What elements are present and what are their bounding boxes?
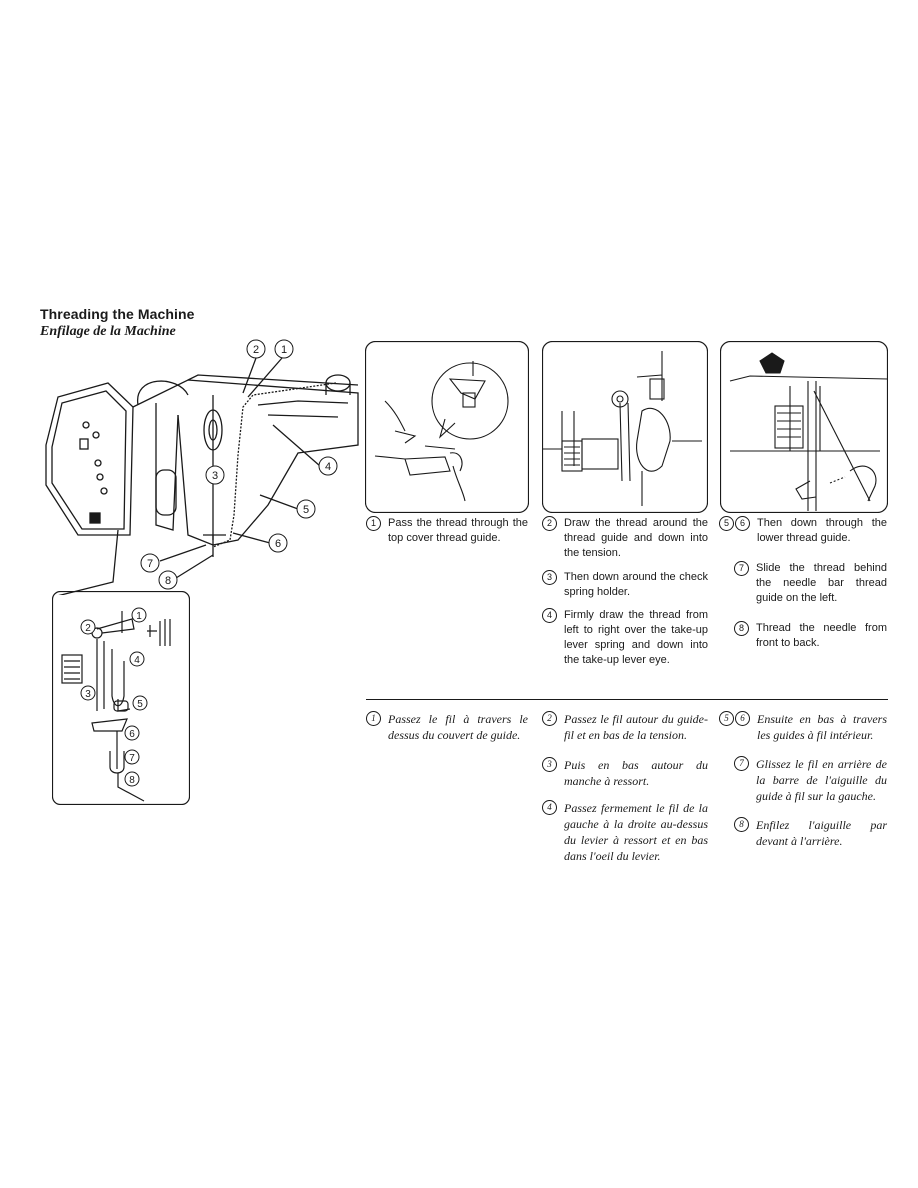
step-en-7: 7 Slide the thread behind the needle bar… bbox=[734, 561, 887, 606]
step-fr-8: 8 Enfilez l'aiguille par devant à l'arri… bbox=[734, 817, 887, 849]
svg-text:2: 2 bbox=[85, 623, 91, 634]
detail-top-cover-guide bbox=[365, 341, 529, 513]
svg-text:6: 6 bbox=[129, 729, 135, 740]
threading-path-schematic: 1 2 4 3 5 6 7 8 bbox=[52, 591, 190, 805]
svg-text:7: 7 bbox=[129, 753, 135, 764]
svg-text:1: 1 bbox=[136, 611, 142, 622]
section-divider bbox=[366, 699, 888, 700]
schematic-callout-6: 6 bbox=[124, 725, 140, 741]
detail-tension bbox=[542, 341, 708, 513]
schematic-callout-7: 7 bbox=[124, 749, 140, 765]
callout-1: 1 bbox=[274, 339, 294, 359]
svg-text:7: 7 bbox=[147, 558, 153, 570]
page-subtitle: Enfilage de la Machine bbox=[40, 324, 176, 339]
page-title: Threading the Machine bbox=[40, 306, 195, 322]
step-en-3: 3 Then down around the check spring hold… bbox=[542, 570, 708, 600]
step-en-4: 4 Firmly draw the thread from left to ri… bbox=[542, 608, 708, 668]
svg-text:4: 4 bbox=[134, 655, 140, 666]
svg-text:3: 3 bbox=[85, 689, 91, 700]
svg-text:2: 2 bbox=[253, 344, 259, 356]
callout-8: 8 bbox=[158, 570, 178, 590]
callout-2: 2 bbox=[246, 339, 266, 359]
svg-text:1: 1 bbox=[281, 344, 287, 356]
callout-6: 6 bbox=[268, 533, 288, 553]
step-fr-3: 3 Puis en bas autour du manche à ressort… bbox=[542, 757, 708, 789]
callout-5: 5 bbox=[296, 499, 316, 519]
svg-text:4: 4 bbox=[325, 461, 331, 473]
schematic-callout-8: 8 bbox=[124, 771, 140, 787]
schematic-callout-3: 3 bbox=[80, 685, 96, 701]
step-fr-7: 7 Glissez le fil en arrière de la barre … bbox=[734, 756, 887, 804]
schematic-callout-2: 2 bbox=[80, 619, 96, 635]
callout-3: 3 bbox=[205, 465, 225, 485]
svg-text:5: 5 bbox=[303, 504, 309, 516]
step-en-2: 2 Draw the thread around the thread guid… bbox=[542, 516, 708, 561]
main-callouts: 2 1 3 4 5 6 7 8 bbox=[140, 339, 338, 590]
svg-text:3: 3 bbox=[212, 470, 218, 482]
callout-4: 4 bbox=[318, 456, 338, 476]
step-fr-4: 4 Passez fermement le fil de la gauche à… bbox=[542, 800, 708, 864]
schematic-callout-5: 5 bbox=[132, 695, 148, 711]
detail-needle bbox=[720, 341, 888, 513]
svg-text:5: 5 bbox=[137, 699, 143, 710]
svg-text:8: 8 bbox=[165, 575, 171, 587]
machine-threading-illustration bbox=[45, 357, 359, 595]
svg-text:8: 8 bbox=[129, 775, 135, 786]
step-en-1: 1 Pass the thread through the top cover … bbox=[366, 516, 528, 546]
schematic-callout-4: 4 bbox=[129, 651, 145, 667]
svg-text:6: 6 bbox=[275, 538, 281, 550]
schematic-callout-1: 1 bbox=[131, 607, 147, 623]
step-fr-1: 1 Passez le fil à travers le dessus du c… bbox=[366, 711, 528, 743]
step-en-8: 8 Thread the needle from front to back. bbox=[734, 621, 887, 651]
step-fr-2: 2 Passez le fil autour du guide-fil et e… bbox=[542, 711, 708, 743]
callout-7: 7 bbox=[140, 553, 160, 573]
